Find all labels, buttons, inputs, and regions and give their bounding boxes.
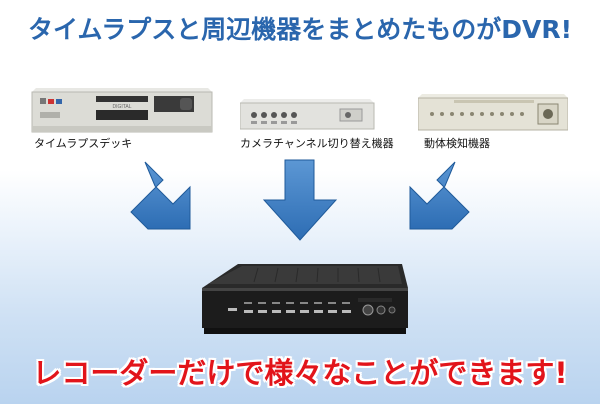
timelapse-deck-caption: タイムラプスデッキ [34, 137, 133, 150]
footer-tagline: レコーダーだけで様々なことができます! [32, 356, 568, 390]
arrow-down-icon [262, 159, 338, 241]
arrow-down-right-icon [130, 161, 191, 230]
motion-detector-caption: 動体検知機器 [424, 137, 490, 150]
deck-brand-text: DIGITAL [112, 104, 131, 110]
timelapse-deck-image: DIGITAL [31, 88, 213, 133]
dvr-recorder-image [202, 264, 408, 334]
motion-detector-image [418, 94, 568, 131]
camera-switcher-image [240, 99, 375, 130]
arrow-down-left-icon [409, 161, 470, 230]
headline: タイムラプスと周辺機器をまとめたものがDVR! [27, 15, 572, 44]
camera-switcher-caption: カメラチャンネル切り替え機器 [240, 137, 394, 150]
